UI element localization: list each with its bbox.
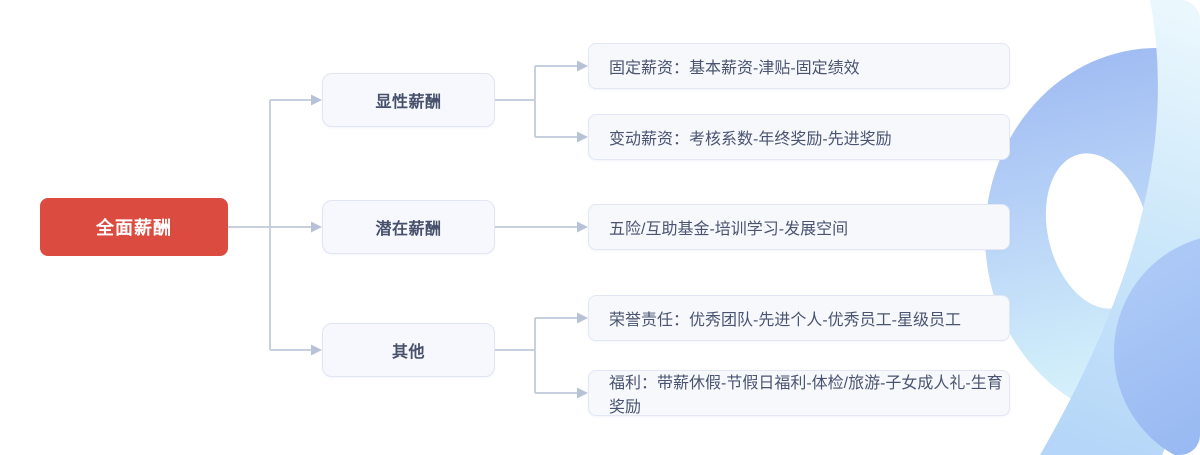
connector-branch1 <box>495 65 577 138</box>
arrowhead <box>311 94 322 106</box>
leaf-node-variable-salary: 变动薪资：考核系数-年终奖励-先进奖励 <box>588 114 1010 160</box>
arrowhead <box>577 60 588 72</box>
arrowhead <box>577 387 588 399</box>
branch-node-other: 其他 <box>322 323 495 377</box>
leaf-node-welfare: 福利：带薪休假-节假日福利-体检/旅游-子女成人礼-生育奖励 <box>588 370 1010 416</box>
branch-node-explicit-pay: 显性薪酬 <box>322 73 495 127</box>
swirl-ring-hole <box>1045 153 1151 309</box>
leaf-node-fixed-salary: 固定薪资：基本薪资-津贴-固定绩效 <box>588 43 1010 89</box>
swirl-corner-blob <box>1114 238 1200 455</box>
arrowhead <box>577 221 588 233</box>
root-node: 全面薪酬 <box>40 198 228 256</box>
arrowhead <box>311 344 322 356</box>
leaf-node-honor-responsibility: 荣誉责任：优秀团队-先进个人-优秀员工-星级员工 <box>588 295 1010 341</box>
leaf-node-insurance-training: 五险/互助基金-培训学习-发展空间 <box>588 204 1010 250</box>
arrowhead <box>577 312 588 324</box>
arrowhead <box>311 221 322 233</box>
branch-node-potential-pay: 潜在薪酬 <box>322 200 495 254</box>
connector-branch3 <box>495 317 577 394</box>
arrowhead <box>577 131 588 143</box>
